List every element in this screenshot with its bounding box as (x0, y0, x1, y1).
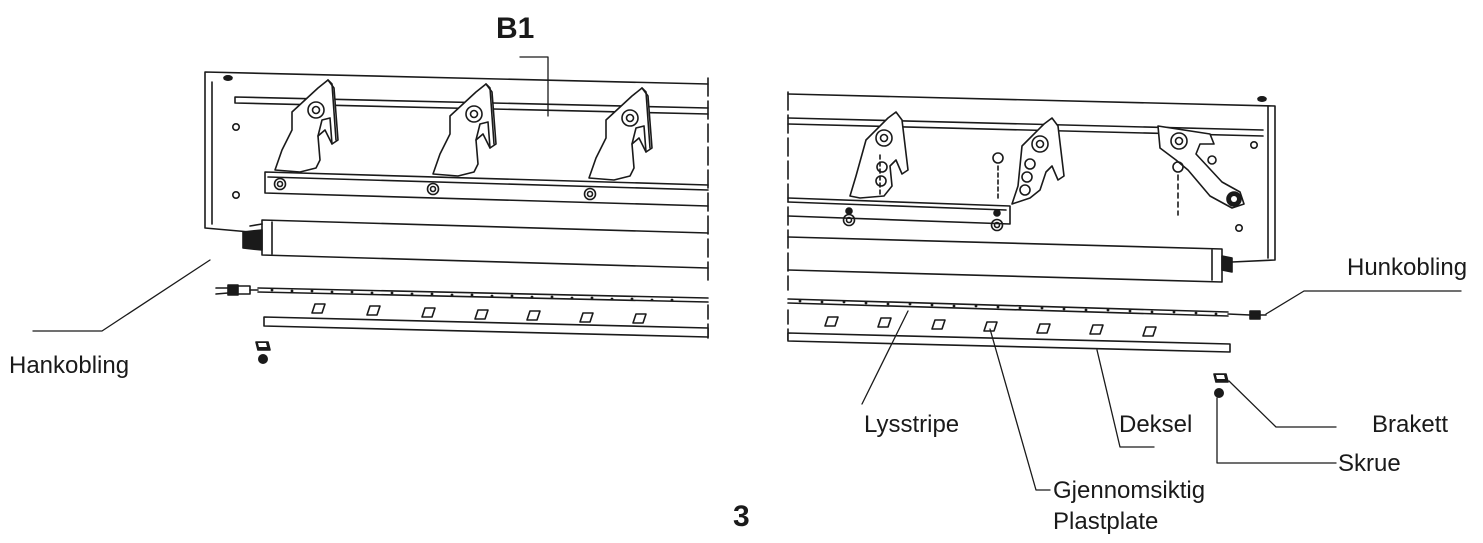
light-strip-right (787, 298, 1229, 317)
hinge-right-2 (992, 117, 1065, 205)
cover-right (787, 332, 1231, 353)
female-connector-label: Hunkobling (1347, 254, 1468, 281)
light-strip-label: Lysstripe (864, 411, 960, 438)
screw-right (1214, 387, 1225, 398)
light-housing-left (242, 219, 709, 269)
detail-ref-label: B1 (496, 12, 535, 45)
male-connector (215, 284, 259, 296)
step-number: 3 (733, 500, 750, 533)
male-connector-label: Hankobling (9, 352, 130, 379)
hinge-left-3 (588, 87, 653, 181)
bracket-left (255, 341, 271, 351)
leader-lines (32, 56, 1462, 491)
light-housing-right (787, 236, 1233, 283)
female-connector (1227, 310, 1267, 320)
cover-left (263, 316, 709, 338)
bracket-right (1213, 373, 1229, 383)
hinge-left-1 (274, 79, 339, 173)
left-cabinet-panel (204, 71, 709, 233)
right-mounting-bar (787, 197, 1011, 232)
transparent-plate-label-line1: Gjennomsiktig (1053, 477, 1206, 504)
hinge-left-2 (432, 83, 497, 177)
light-strip-left (257, 287, 709, 303)
hinge-right-1 (849, 111, 909, 199)
bracket-label: Brakett (1372, 411, 1449, 438)
screw-label: Skrue (1338, 450, 1401, 477)
screw-left (257, 353, 268, 364)
cover-label: Deksel (1119, 411, 1193, 438)
transparent-plate-label-line2: Plastplate (1053, 508, 1159, 535)
hinge-right-3 (1157, 125, 1245, 216)
